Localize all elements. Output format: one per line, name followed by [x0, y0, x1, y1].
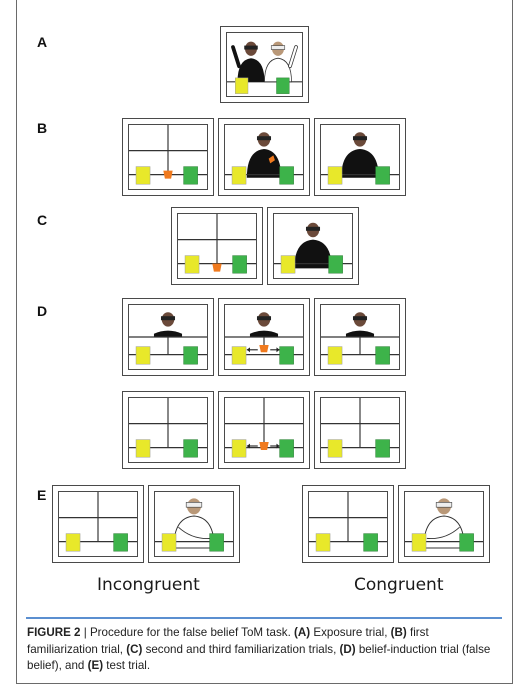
cup-moving-scene [225, 398, 303, 458]
condition-label-incongruent: Incongruent [97, 575, 200, 595]
panel-stage [224, 397, 304, 463]
boxes-scene [309, 492, 387, 552]
panel-e-congruent-stage [302, 485, 394, 563]
agent-reaching-scene [321, 132, 399, 185]
caption-text: first familiarization trial, [27, 626, 429, 656]
boxes-scene [129, 398, 207, 458]
panel-stage [58, 491, 138, 557]
panel-stage [320, 304, 400, 370]
caption-text: belief-induction trial (false belief), a… [27, 642, 491, 673]
boxes-scene [59, 492, 137, 552]
figure-number: FIGURE 2 [27, 626, 81, 639]
row-label-c: C [37, 212, 48, 228]
caption-text: Procedure for the false belief ToM task. [89, 626, 295, 639]
panel-c-empty-cup [171, 207, 263, 285]
boxes-scene [321, 398, 399, 458]
panel-b-agent-holding [218, 118, 310, 196]
agent-holding-cup-scene [225, 132, 303, 185]
caption-separator: | [80, 626, 90, 639]
panel-stage [273, 213, 353, 279]
caption-marker-b: (B) [390, 626, 407, 639]
caption-marker-c: (C) [126, 642, 143, 656]
panel-e-incongruent-agent [148, 485, 240, 563]
condition-label-congruent: Congruent [354, 575, 444, 595]
boxes-cup-scene [178, 214, 256, 274]
panel-c-agent-reaching [267, 207, 359, 285]
panel-stage [404, 491, 484, 557]
panel-d-cup-moving-watched [218, 298, 310, 376]
panel-b-empty-cup [122, 118, 214, 196]
caption-rule [26, 617, 502, 619]
figure-caption: FIGURE 2 | Procedure for the false belie… [27, 625, 501, 675]
agent-cup-moving-scene [225, 312, 303, 365]
panel-stage [154, 491, 234, 557]
agent-reaching-yellow-scene [405, 498, 483, 552]
panel-stage [128, 304, 208, 370]
caption-marker-d: (D) [339, 642, 356, 656]
caption-text: second and third familiarization trials, [142, 642, 340, 656]
panel-stage [320, 397, 400, 463]
agent-reaching-scene [274, 222, 352, 274]
panel-b-agent-reaching [314, 118, 406, 196]
panel-stage [224, 304, 304, 370]
panel-e-congruent-agent [398, 485, 490, 563]
panel-d-agent-watching [122, 298, 214, 376]
agent-watching-scene [321, 312, 399, 365]
panel-stage [308, 491, 388, 557]
panel-d-empty-stage-after [314, 391, 406, 469]
caption-marker-a: (A) [294, 626, 311, 639]
panel-d-agent-watching-after [314, 298, 406, 376]
panel-stage [320, 124, 400, 190]
caption-text: test trial. [103, 659, 151, 672]
panel-stage [224, 124, 304, 190]
panel-stage [128, 124, 208, 190]
panel-d-empty-stage [122, 391, 214, 469]
panel-d-cup-moving-unseen [218, 391, 310, 469]
panel-a-exposure [220, 26, 309, 103]
panel-stage [128, 397, 208, 463]
agent-reaching-green-scene [155, 498, 233, 552]
two-agents-scene [227, 41, 302, 94]
boxes-cup-scene [129, 125, 207, 185]
panel-stage [177, 213, 257, 279]
row-label-e: E [37, 487, 47, 503]
caption-marker-e: (E) [87, 659, 104, 672]
row-label-a: A [37, 34, 48, 50]
caption-text: Exposure trial, [310, 626, 391, 639]
panel-stage [226, 32, 303, 97]
row-label-b: B [37, 120, 48, 136]
panel-e-incongruent-stage [52, 485, 144, 563]
agent-watching-scene [129, 312, 207, 365]
row-label-d: D [37, 303, 48, 319]
